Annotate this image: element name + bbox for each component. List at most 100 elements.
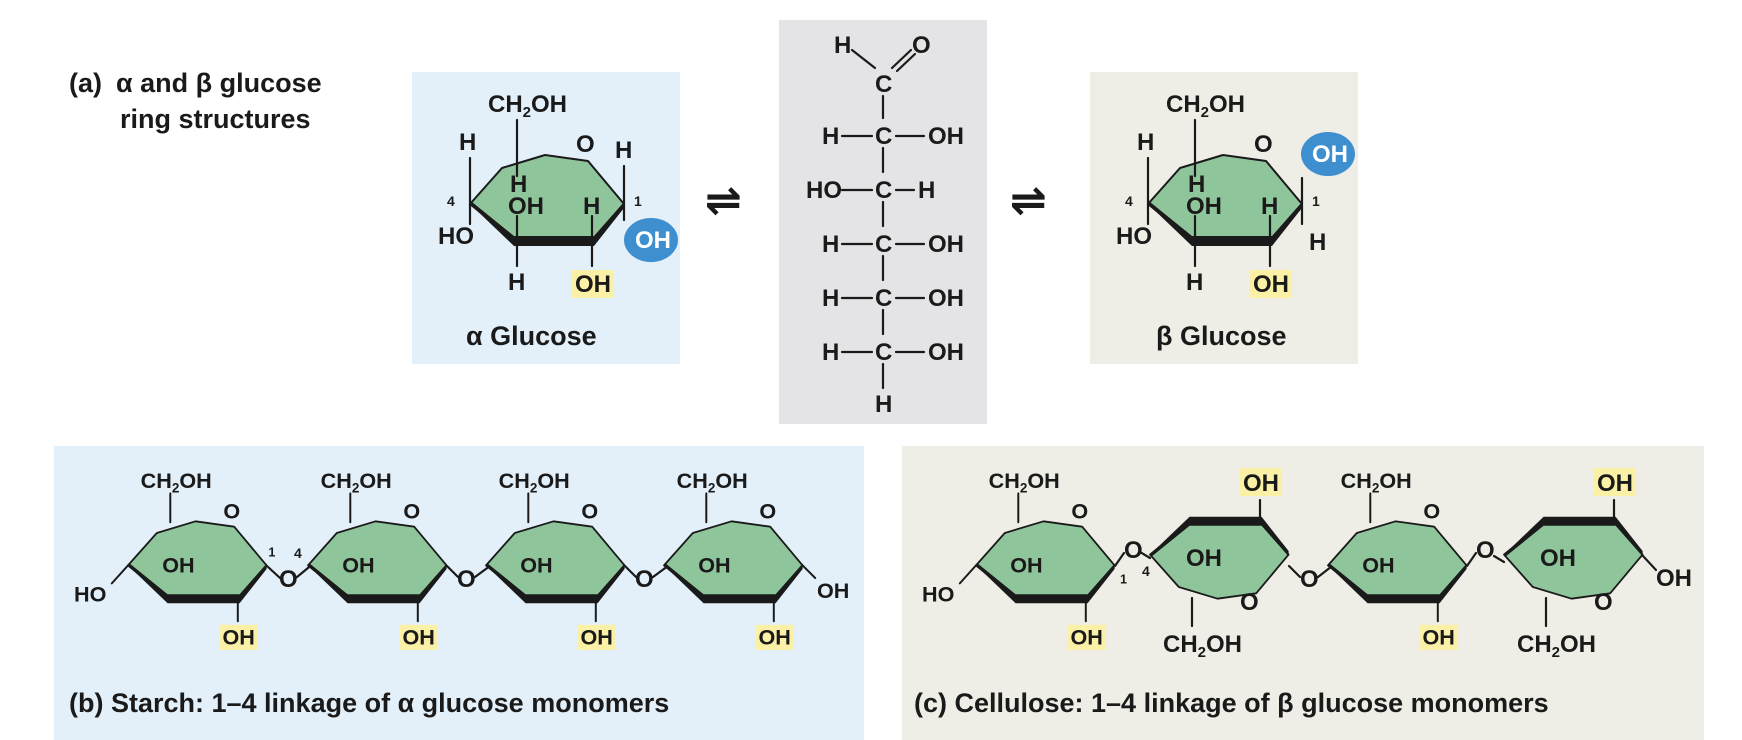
- row1-carbon: C: [875, 123, 892, 150]
- cellulose-unit-1: O CH2OH OH OH HO 1: [922, 468, 1127, 650]
- ch2oh-label: CH2OH: [141, 468, 212, 496]
- cellulose-chain: O CH2OH OH OH HO 1 O 4 O CH2OH OH OH O: [922, 468, 1692, 661]
- row5-carbon: C: [875, 339, 892, 366]
- row5-right: OH: [928, 339, 964, 366]
- c5-h-label: H: [510, 171, 527, 198]
- terminal-oh-label: OH: [1656, 565, 1692, 592]
- bottom-oh-label: OH: [1071, 625, 1103, 650]
- terminal-oh-label: OH: [817, 578, 849, 603]
- row4-carbon: C: [875, 285, 892, 312]
- carbon-4-number: 4: [294, 545, 302, 561]
- ch2oh-label: CH2OH: [677, 468, 748, 496]
- alpha-glucose-structure: O CH2OH H HO 4 H OH H H OH H 1 OH: [438, 91, 678, 298]
- inner-oh-label: OH: [698, 553, 730, 578]
- c5-h-label: H: [1188, 171, 1205, 198]
- c1-h-label: H: [615, 137, 632, 164]
- bottom-oh-label: OH: [759, 625, 791, 650]
- c3-h-label: H: [508, 269, 525, 296]
- bottom-h: H: [875, 391, 892, 418]
- ch2oh-label-unit-2: CH2OH: [1163, 631, 1242, 661]
- c3-oh-label: OH: [1186, 193, 1222, 220]
- equilibrium-arrow-right: ⇌: [1010, 176, 1047, 225]
- row2-right: H: [918, 177, 935, 204]
- row3-left: H: [822, 231, 839, 258]
- carbon-1-number: 1: [268, 545, 275, 559]
- c3-oh-label: OH: [508, 193, 544, 220]
- inner-oh-label: OH: [162, 553, 194, 578]
- carbon-4-number: 4: [447, 193, 455, 209]
- row5-left: H: [822, 339, 839, 366]
- glycosidic-oxygen-1: O: [279, 566, 298, 593]
- ring-oxygen: O: [576, 131, 595, 158]
- c1-h-label: H: [1309, 229, 1326, 256]
- carbon-1-number: 1: [1312, 193, 1320, 209]
- panel-a-title: (a) α and β glucose ring structures: [69, 68, 322, 134]
- top-oh-label-unit-2: OH: [1243, 470, 1279, 497]
- terminal-ho-label: HO: [922, 581, 954, 606]
- aldehyde-h: H: [834, 32, 851, 59]
- c2-oh-label: OH: [1253, 271, 1289, 298]
- row4-left: H: [822, 285, 839, 312]
- panel-a-title-line1: α and β glucose: [116, 68, 322, 98]
- bottom-oh-label: OH: [581, 625, 613, 650]
- aldehyde-o: O: [912, 32, 931, 59]
- ring-oxygen: O: [759, 499, 776, 524]
- ring-oxygen: O: [403, 499, 420, 524]
- glycosidic-oxygen-3: O: [1476, 537, 1495, 564]
- ring-oxygen-flipped-2: O: [1240, 589, 1259, 616]
- glycosidic-oxygen-2: O: [1300, 566, 1319, 593]
- carbon-1-number: 1: [634, 193, 642, 209]
- anomeric-oh-marker: [1301, 132, 1355, 176]
- row2-carbon: C: [875, 177, 892, 204]
- panel-a-letter: (a): [69, 68, 102, 98]
- c4-h-label: H: [1137, 129, 1154, 156]
- anomeric-oh-label: OH: [1312, 141, 1348, 168]
- starch-caption: (b) Starch: 1–4 linkage of α glucose mon…: [69, 688, 669, 718]
- starch-unit-4: O CH2OH OH OH OH: [663, 468, 849, 650]
- c1-carbon: C: [875, 71, 892, 98]
- ring-oxygen: O: [581, 499, 598, 524]
- row1-right: OH: [928, 123, 964, 150]
- anomeric-oh-marker: [624, 218, 678, 262]
- terminal-ho-label: HO: [74, 581, 106, 606]
- row3-right: OH: [928, 231, 964, 258]
- inner-oh-label: OH: [1362, 553, 1394, 578]
- c2-oh-label: OH: [575, 271, 611, 298]
- inner-oh-label: OH: [342, 553, 374, 578]
- glycosidic-oxygen-1: O: [1124, 537, 1143, 564]
- ring-oxygen: O: [1423, 499, 1440, 524]
- open-chain-glucose: H O C H C OH HO C H H C OH H C OH H C: [806, 32, 964, 418]
- carbon-1-number: 1: [1120, 572, 1127, 586]
- c4-ho-label: HO: [438, 223, 474, 250]
- equilibrium-arrow-left: ⇌: [705, 176, 742, 225]
- row4-right: OH: [928, 285, 964, 312]
- bottom-oh-label: OH: [403, 625, 435, 650]
- c2-h-label: H: [583, 193, 600, 220]
- c2-h-label: H: [1261, 193, 1278, 220]
- cellulose-caption: (c) Cellulose: 1–4 linkage of β glucose …: [914, 688, 1549, 718]
- beta-glucose-structure: O CH2OH H HO 4 H OH H H OH OH 1 H: [1116, 91, 1355, 298]
- ring-oxygen: O: [223, 499, 240, 524]
- inner-oh-label-unit-2: OH: [1186, 545, 1222, 572]
- row3-carbon: C: [875, 231, 892, 258]
- c4-h-label: H: [459, 129, 476, 156]
- inner-oh-label-unit-4: OH: [1540, 545, 1576, 572]
- bottom-oh-label: OH: [1423, 625, 1455, 650]
- carbon-4-number: 4: [1125, 193, 1133, 209]
- alpha-glucose-name: α Glucose: [466, 321, 597, 351]
- starch-unit-1: O CH2OH OH OH HO 1: [74, 468, 275, 650]
- ring-oxygen-flipped-4: O: [1594, 589, 1613, 616]
- bottom-oh-label: OH: [223, 625, 255, 650]
- c4-ho-label: HO: [1116, 223, 1152, 250]
- ring-oxygen: O: [1254, 131, 1273, 158]
- glycosidic-oxygen-3: O: [635, 566, 654, 593]
- carbon-4-number: 4: [1142, 563, 1150, 579]
- panel-a-title-line2: ring structures: [120, 104, 311, 134]
- top-oh-label-unit-4: OH: [1597, 470, 1633, 497]
- anomeric-oh-label: OH: [635, 227, 671, 254]
- glycosidic-oxygen-2: O: [457, 566, 476, 593]
- inner-oh-label: OH: [1010, 553, 1042, 578]
- row2-left: HO: [806, 177, 842, 204]
- ring-oxygen: O: [1071, 499, 1088, 524]
